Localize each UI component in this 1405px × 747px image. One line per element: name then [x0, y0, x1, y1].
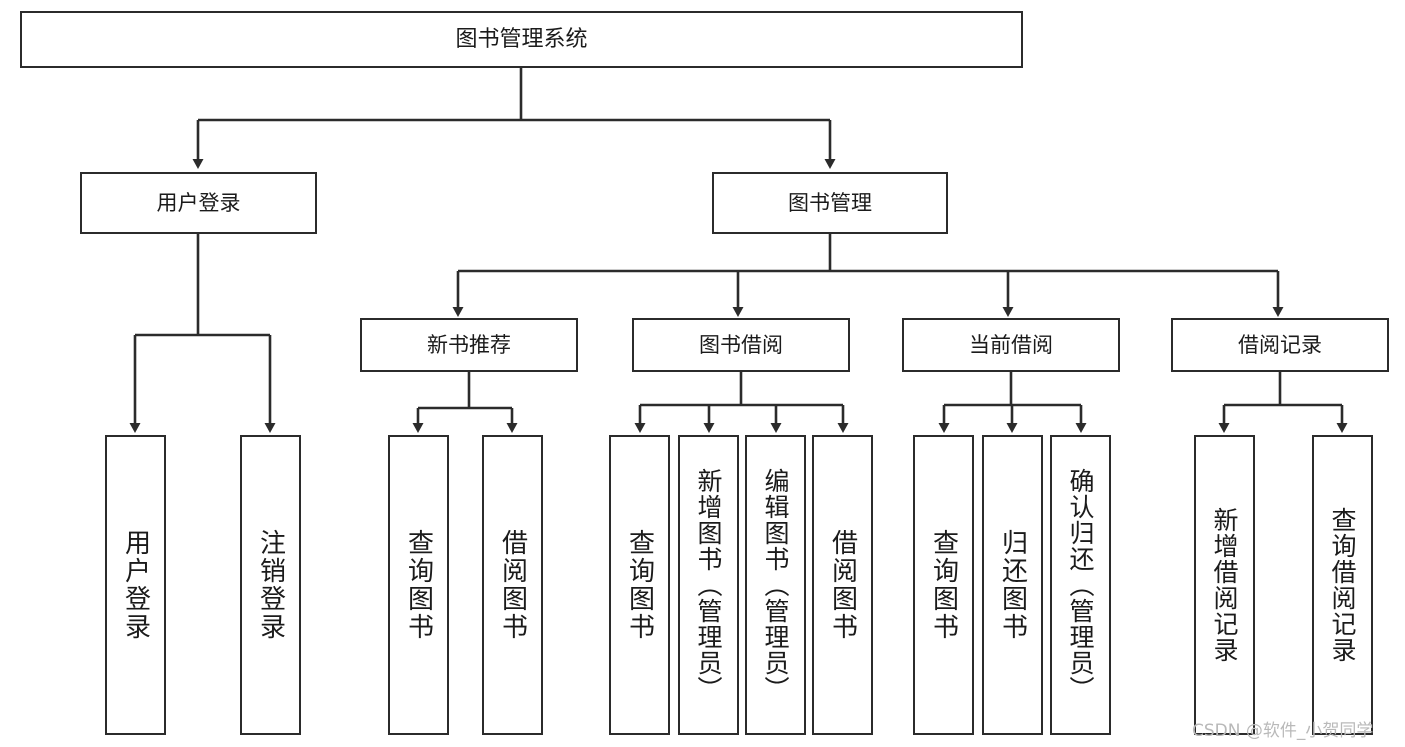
node-book-management[interactable]: 图书管理 — [712, 172, 948, 234]
node-label: 用户登录 — [120, 529, 151, 641]
node-label: 查询借阅记录 — [1328, 507, 1357, 663]
leaf-borrow-book[interactable]: 借阅图书 — [812, 435, 873, 735]
node-new-book-recommend[interactable]: 新书推荐 — [360, 318, 578, 372]
node-root[interactable]: 图书管理系统 — [20, 11, 1023, 68]
leaf-query-borrow-record[interactable]: 查询借阅记录 — [1312, 435, 1373, 735]
leaf-add-book-admin[interactable]: 新增图书（管理员） — [678, 435, 739, 735]
node-user-login[interactable]: 用户登录 — [80, 172, 317, 234]
node-label: 查询图书 — [928, 529, 959, 641]
node-label: 借阅记录 — [1238, 332, 1322, 357]
leaf-borrow-book-new[interactable]: 借阅图书 — [482, 435, 543, 735]
node-label: 查询图书 — [624, 529, 655, 641]
node-label: 图书管理 — [788, 190, 872, 215]
node-label: 注销登录 — [255, 529, 286, 641]
node-label: 用户登录 — [156, 190, 241, 215]
leaf-add-borrow-record[interactable]: 新增借阅记录 — [1194, 435, 1255, 735]
node-label: 查询图书 — [403, 529, 434, 641]
node-label: 图书借阅 — [699, 332, 783, 357]
node-label: 图书管理系统 — [455, 26, 588, 52]
node-label: 新增借阅记录 — [1210, 507, 1239, 663]
node-book-borrow[interactable]: 图书借阅 — [632, 318, 850, 372]
leaf-edit-book-admin[interactable]: 编辑图书（管理员） — [745, 435, 806, 735]
node-label: 新书推荐 — [427, 332, 511, 357]
node-label: 借阅图书 — [497, 529, 528, 641]
node-label: 当前借阅 — [969, 332, 1053, 357]
node-label: 编辑图书（管理员） — [761, 468, 790, 702]
leaf-query-book-new[interactable]: 查询图书 — [388, 435, 449, 735]
watermark: CSDN @软件_小贺同学 — [1192, 721, 1374, 741]
leaf-user-logout[interactable]: 注销登录 — [240, 435, 301, 735]
node-borrow-record[interactable]: 借阅记录 — [1171, 318, 1389, 372]
node-label: 确认归还（管理员） — [1066, 468, 1095, 702]
node-label: 归还图书 — [997, 529, 1028, 641]
node-label: 新增图书（管理员） — [694, 468, 723, 702]
node-label: 借阅图书 — [827, 529, 858, 641]
node-current-borrow[interactable]: 当前借阅 — [902, 318, 1120, 372]
leaf-user-login[interactable]: 用户登录 — [105, 435, 166, 735]
leaf-query-book-current[interactable]: 查询图书 — [913, 435, 974, 735]
leaf-query-book[interactable]: 查询图书 — [609, 435, 670, 735]
leaf-confirm-return-admin[interactable]: 确认归还（管理员） — [1050, 435, 1111, 735]
leaf-return-book[interactable]: 归还图书 — [982, 435, 1043, 735]
